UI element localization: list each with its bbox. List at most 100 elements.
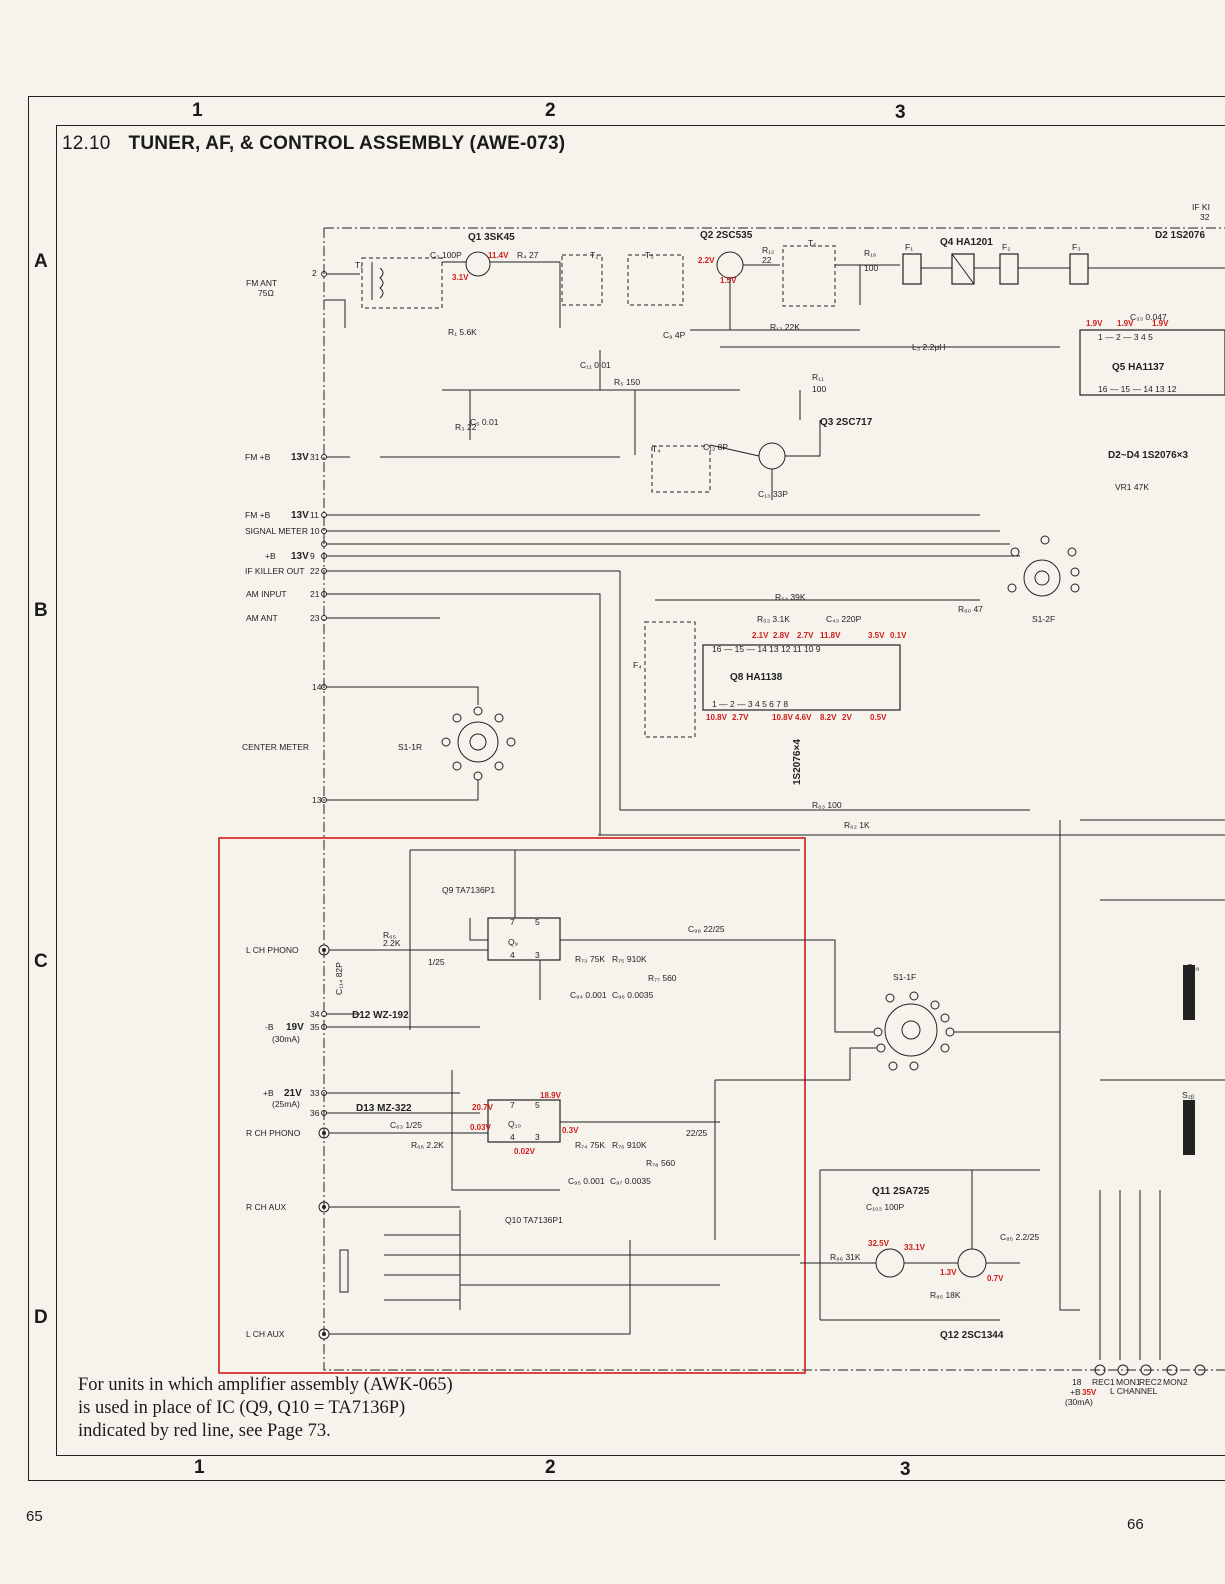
supply-plus-b: +B 21V 33 (25mA) 36 D13 MZ-322 xyxy=(263,1088,480,1118)
svg-text:R₇₈ 560: R₇₈ 560 xyxy=(646,1158,675,1168)
svg-text:R₆₅: R₆₅ xyxy=(383,930,396,940)
svg-text:AM INPUT: AM INPUT xyxy=(246,589,287,599)
svg-text:L CH AUX: L CH AUX xyxy=(246,1329,285,1339)
svg-text:C₉₅ 0.001: C₉₅ 0.001 xyxy=(568,1176,605,1186)
footnote-line-3: indicated by red line, see Page 73. xyxy=(78,1421,331,1441)
svg-text:Q9 TA7136P1: Q9 TA7136P1 xyxy=(442,885,495,895)
svg-text:22: 22 xyxy=(310,566,320,576)
svg-text:C₅ 0.01: C₅ 0.01 xyxy=(470,417,499,427)
svg-text:R₆₀ 47: R₆₀ 47 xyxy=(958,604,983,614)
svg-text:2.7V: 2.7V xyxy=(797,631,814,640)
svg-text:35V: 35V xyxy=(1082,1388,1097,1397)
svg-text:9: 9 xyxy=(310,551,315,561)
if-filters-q4: F₁ Q4 HA1201 F₂ F₃ D2 1S2076 IF KI 32 xyxy=(902,202,1225,285)
svg-text:R₈₆ 31K: R₈₆ 31K xyxy=(830,1252,861,1262)
svg-text:1 — 2 — 3 4 5: 1 — 2 — 3 4 5 xyxy=(1098,332,1153,342)
svg-text:Q₁₀: Q₁₀ xyxy=(508,1119,521,1129)
svg-text:Q3 2SC717: Q3 2SC717 xyxy=(820,417,873,428)
svg-text:IF KI: IF KI xyxy=(1192,202,1210,212)
svg-text:(25mA): (25mA) xyxy=(272,1099,300,1109)
svg-text:1.9V: 1.9V xyxy=(1086,319,1103,328)
svg-text:5: 5 xyxy=(535,917,540,927)
row-d: D xyxy=(34,1307,48,1328)
svg-text:C₁₂ 8P: C₁₂ 8P xyxy=(703,442,728,452)
svg-text:C₁₁₄ 82P: C₁₁₄ 82P xyxy=(334,962,344,995)
svg-text:31: 31 xyxy=(310,452,320,462)
svg-text:F₃: F₃ xyxy=(1072,242,1081,252)
svg-text:35: 35 xyxy=(310,1022,320,1032)
svg-text:C₃₃ 0.047: C₃₃ 0.047 xyxy=(1130,312,1167,322)
svg-text:13V: 13V xyxy=(291,510,309,521)
switch-s1-1f: S1-1F xyxy=(720,939,1060,1081)
svg-text:0.5V: 0.5V xyxy=(870,713,887,722)
section-title: 12.10 TUNER, AF, & CONTROL ASSEMBLY (AWE-… xyxy=(62,133,565,155)
terminal-group-b: FM +B 13V 11 SIGNAL METER 10 +B 13V 9 IF… xyxy=(245,510,1020,835)
terminal-fm-ant: FM ANT 75Ω 2 xyxy=(246,268,360,328)
svg-text:1 — 2 — 3 4 5 6 7: 1 — 2 — 3 4 5 6 7 8 xyxy=(712,699,788,709)
svg-text:4: 4 xyxy=(510,1132,515,1142)
phono-input-left: L CH PHONO R₆₅ 2.2K 1/25 C₁₁₄ 82P xyxy=(246,930,490,995)
svg-text:C₉₄ 0.001: C₉₄ 0.001 xyxy=(570,990,607,1000)
svg-text:S1-1R: S1-1R xyxy=(398,742,422,752)
rf-front-end: T₁ Q1 3SK45 11.4V 3.1V R₄ 27 C₃ 100P T₂ … xyxy=(355,232,740,455)
svg-text:D12 WZ-192: D12 WZ-192 xyxy=(352,1010,409,1021)
svg-text:0.02V: 0.02V xyxy=(514,1147,536,1156)
svg-text:T₁: T₁ xyxy=(355,260,363,270)
svg-text:R₃ 22: R₃ 22 xyxy=(455,422,477,432)
section-name: TUNER, AF, & CONTROL ASSEMBLY (AWE-073) xyxy=(128,133,566,154)
svg-text:-B: -B xyxy=(265,1022,274,1032)
svg-text:REC2: REC2 xyxy=(1139,1377,1162,1387)
col-2-bottom: 2 xyxy=(545,1457,556,1478)
svg-text:C₁₃ 33P: C₁₃ 33P xyxy=(758,489,788,499)
svg-text:11: 11 xyxy=(310,510,319,520)
svg-text:R₁ 5.6K: R₁ 5.6K xyxy=(448,327,477,337)
svg-text:Q2 2SC535: Q2 2SC535 xyxy=(700,230,753,241)
svg-text:22/25: 22/25 xyxy=(686,1128,708,1138)
svg-text:0.3V: 0.3V xyxy=(562,1126,579,1135)
svg-text:33: 33 xyxy=(310,1088,320,1098)
col-3-bottom: 3 xyxy=(900,1459,911,1480)
svg-text:VR1 47K: VR1 47K xyxy=(1115,482,1149,492)
svg-text:1S2076×4: 1S2076×4 xyxy=(792,739,803,785)
svg-text:8.2V: 8.2V xyxy=(820,713,837,722)
svg-text:Q8 HA1138: Q8 HA1138 xyxy=(730,672,783,683)
svg-text:0.7V: 0.7V xyxy=(987,1274,1004,1283)
footnote-line-1: For units in which amplifier assembly (A… xyxy=(78,1375,453,1395)
svg-text:7: 7 xyxy=(510,1100,515,1110)
svg-text:3: 3 xyxy=(535,950,540,960)
svg-text:F₂: F₂ xyxy=(1002,242,1011,252)
svg-text:R₁₂: R₁₂ xyxy=(762,245,774,255)
board-outline xyxy=(323,227,1225,1371)
svg-text:20.7V: 20.7V xyxy=(472,1103,494,1112)
svg-text:Q12 2SC1344: Q12 2SC1344 xyxy=(940,1330,1004,1341)
right-bus: S₂ₐ S₂ᵦ xyxy=(1059,819,1225,1360)
svg-text:3: 3 xyxy=(535,1132,540,1142)
svg-text:Q10 TA7136P1: Q10 TA7136P1 xyxy=(505,1215,563,1225)
ic-q8: 16 — 15 — 14 13 12 11 10 9 Q8 HA1138 1 —… xyxy=(598,571,1060,836)
svg-text:D2~D4 1S2076×3: D2~D4 1S2076×3 xyxy=(1108,450,1189,461)
section-number: 12.10 xyxy=(62,133,111,154)
svg-text:T₃: T₃ xyxy=(645,250,654,260)
svg-text:CENTER METER: CENTER METER xyxy=(242,742,309,752)
svg-text:C₁₀₃ 100P: C₁₀₃ 100P xyxy=(866,1202,905,1212)
svg-text:0.03V: 0.03V xyxy=(470,1123,492,1132)
svg-text:R₁₃ 22K: R₁₃ 22K xyxy=(770,322,800,332)
highlight-box xyxy=(218,837,806,1374)
svg-text:22: 22 xyxy=(762,255,772,265)
svg-text:5: 5 xyxy=(535,1100,540,1110)
svg-text:R₁₆: R₁₆ xyxy=(864,248,876,258)
svg-text:+B: +B xyxy=(263,1088,274,1098)
svg-text:FM +B: FM +B xyxy=(245,452,271,462)
svg-text:C₁₁ 0.01: C₁₁ 0.01 xyxy=(580,360,611,370)
svg-text:R₇₅ 910K: R₇₅ 910K xyxy=(612,954,647,964)
svg-text:S₂ᵦ: S₂ᵦ xyxy=(1182,1090,1195,1100)
svg-text:100: 100 xyxy=(864,263,878,273)
svg-text:SIGNAL METER: SIGNAL METER xyxy=(245,526,308,536)
svg-text:Q1 3SK45: Q1 3SK45 xyxy=(468,232,515,243)
svg-text:S1-2F: S1-2F xyxy=(1032,614,1055,624)
svg-text:D13 MZ-322: D13 MZ-322 xyxy=(356,1103,412,1114)
svg-text:IF KILLER OUT: IF KILLER OUT xyxy=(245,566,305,576)
svg-text:Q11 2SA725: Q11 2SA725 xyxy=(872,1186,930,1197)
svg-text:R₆₆ 2.2K: R₆₆ 2.2K xyxy=(411,1140,444,1150)
svg-text:+B: +B xyxy=(1070,1387,1081,1397)
